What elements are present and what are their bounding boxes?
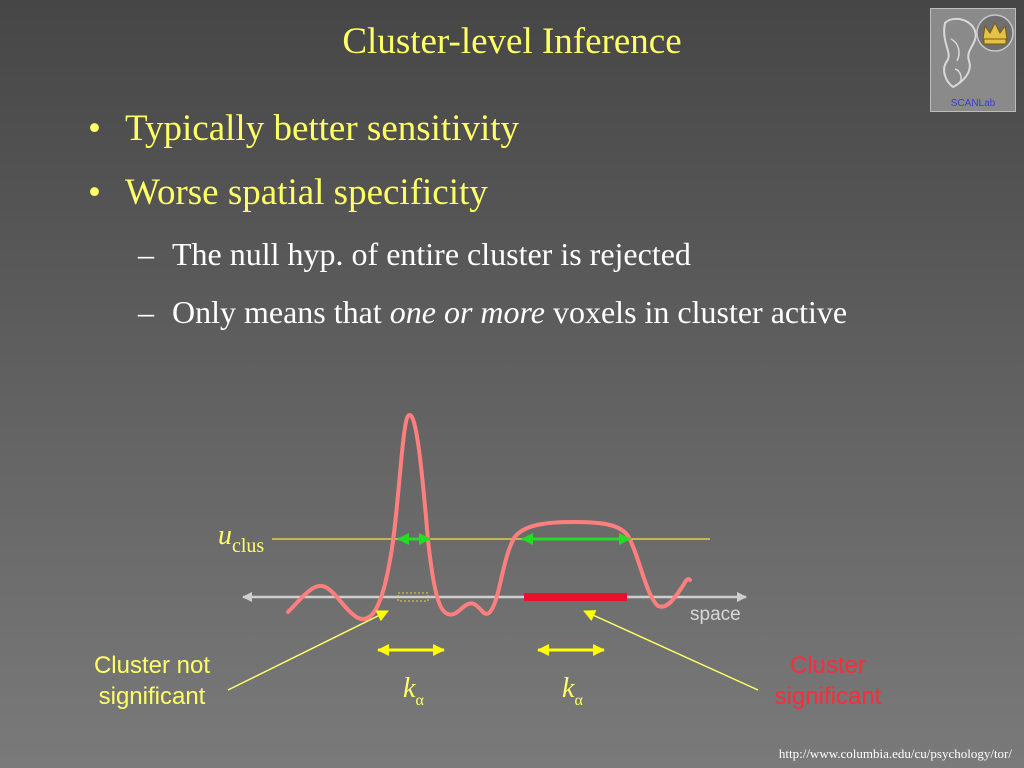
- threshold-label-sub: clus: [232, 535, 264, 557]
- significant-cluster-bar: [524, 593, 627, 601]
- sub-bullet-item: – The null hyp. of entire cluster is rej…: [88, 232, 847, 290]
- logo-label: SCANLab: [950, 98, 996, 109]
- k-alpha-sub: α: [574, 692, 583, 709]
- caption-line: significant: [774, 683, 882, 710]
- pointer-line-left: [227, 610, 389, 691]
- sub-bullet-text-italic: one or more: [389, 294, 545, 330]
- caption-not-significant: Cluster not significant: [70, 650, 234, 712]
- sub-bullet-marker: –: [138, 236, 154, 272]
- footer-url: http://www.columbia.edu/cu/psychology/to…: [778, 746, 1012, 761]
- axis-label: space: [690, 604, 741, 625]
- bullet-marker: •: [88, 108, 101, 149]
- k-alpha-sub: α: [415, 692, 424, 709]
- bullet-text: Worse spatial specificity: [125, 172, 488, 213]
- brain-crown-icon: [943, 14, 1014, 89]
- caption-line: significant: [98, 683, 206, 710]
- scanlab-logo: SCANLab: [930, 8, 1016, 112]
- threshold-label-main: u: [218, 520, 232, 551]
- nonsignificant-cluster-box: [397, 592, 429, 602]
- caption-significant: Cluster significant: [750, 650, 906, 712]
- slide-title: Cluster-level Inference: [342, 21, 682, 62]
- sub-bullet-text-after: voxels in cluster active: [544, 294, 848, 330]
- bullet-marker: •: [88, 172, 101, 213]
- caption-line: Cluster: [789, 652, 867, 679]
- bullet-list: • Typically better sensitivity • Worse s…: [88, 104, 847, 348]
- bullet-item: • Worse spatial specificity: [88, 168, 847, 232]
- k-alpha-label-right: kα: [562, 673, 583, 709]
- k-alpha-main: k: [403, 673, 416, 704]
- sub-bullet-text: The null hyp. of entire cluster is rejec…: [172, 236, 691, 272]
- sub-bullet-item: – Only means that one or more voxels in …: [88, 290, 847, 348]
- bullet-item: • Typically better sensitivity: [88, 104, 847, 168]
- k-alpha-label-left: kα: [403, 673, 424, 709]
- k-alpha-main: k: [562, 673, 575, 704]
- bullet-text: Typically better sensitivity: [125, 108, 520, 149]
- sub-bullet-marker: –: [138, 294, 154, 330]
- caption-line: Cluster not: [93, 652, 211, 679]
- threshold-label: uclus: [218, 520, 264, 557]
- pointer-line-right: [583, 610, 759, 691]
- signal-curve: [286, 412, 692, 622]
- sub-bullet-text-before: Only means that: [172, 294, 390, 330]
